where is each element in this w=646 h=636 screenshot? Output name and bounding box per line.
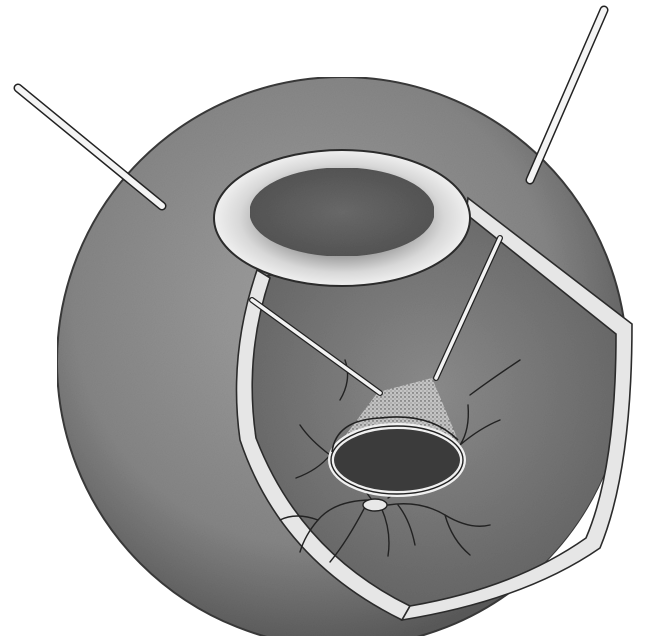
optic-disc [363, 499, 387, 511]
instrument-right [530, 10, 604, 180]
instrument-left [18, 88, 162, 206]
lens-ring [214, 150, 470, 286]
